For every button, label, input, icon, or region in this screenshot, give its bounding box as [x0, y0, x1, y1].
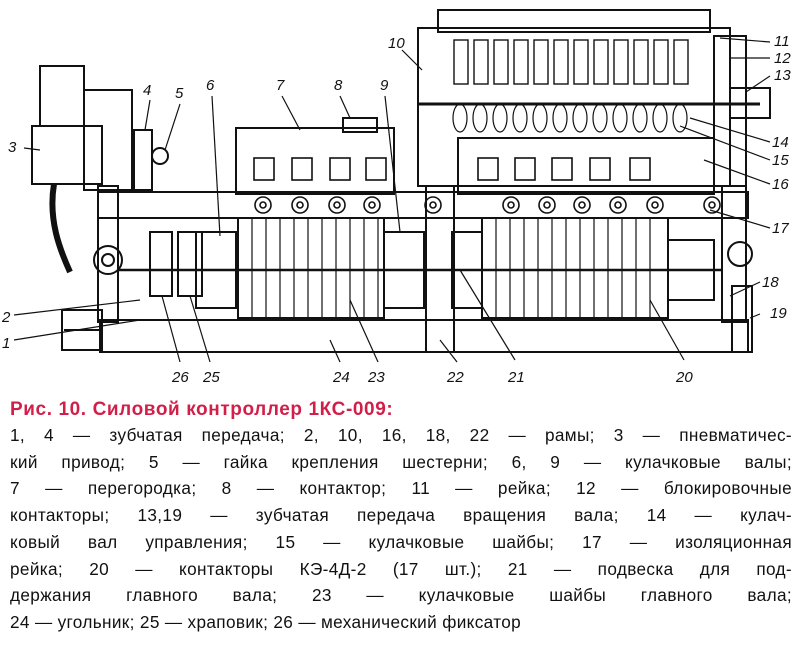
controller-drawing: 1 2 3 4 5 6 7 8 9 10 11 12 13 14 15 16 1… [1, 9, 791, 386]
callout-18: 18 [762, 274, 779, 291]
callout-26: 26 [171, 369, 189, 386]
caption-line: 24 — угольник; 25 — храповик; 26 — механ… [10, 611, 522, 632]
callout-1: 1 [2, 335, 10, 352]
gear-transmission [133, 129, 153, 191]
caption-line: 7 — перегородка; 8 — контактор; 11 — рей… [10, 478, 792, 499]
cam-discs-left [237, 217, 385, 319]
callout-11: 11 [774, 33, 790, 50]
callout-2: 2 [1, 309, 11, 326]
callout-10: 10 [388, 35, 405, 52]
callout-20: 20 [675, 369, 693, 386]
callout-8: 8 [334, 77, 343, 94]
caption-line: ковый вал управления; 15 — кулачковые ша… [10, 531, 792, 552]
left-frame [97, 185, 119, 323]
callout-24: 24 [332, 369, 350, 386]
figure-caption: Рис. 10. Силовой контроллер 1КС-009: 1, … [10, 398, 792, 636]
callout-14: 14 [772, 134, 789, 151]
insulating-rail [97, 191, 749, 219]
callout-23: 23 [367, 369, 385, 386]
callout-16: 16 [772, 176, 789, 193]
callout-5: 5 [175, 85, 184, 102]
callout-25: 25 [202, 369, 220, 386]
contactor-top [342, 117, 378, 133]
caption-line: контакторы; 13,19 — зубчатая передача вр… [10, 505, 792, 526]
base-angle [99, 319, 749, 353]
right-frame [721, 185, 747, 323]
mechanical-fixator [149, 231, 173, 297]
callout-21: 21 [507, 369, 525, 386]
callout-22: 22 [446, 369, 464, 386]
pneumatic-drive [39, 65, 85, 127]
caption-line: держания главного вала; 23 — кулачковые … [10, 585, 792, 606]
callout-12: 12 [774, 50, 791, 67]
callout-4: 4 [143, 82, 151, 99]
callout-15: 15 [772, 152, 789, 169]
callout-3: 3 [8, 139, 17, 156]
callout-9: 9 [380, 77, 389, 94]
caption-line: кий привод; 5 — гайка крепления шестерни… [10, 451, 792, 472]
partition [235, 127, 395, 195]
callout-6: 6 [206, 77, 215, 94]
callout-17: 17 [772, 220, 789, 237]
callout-19: 19 [770, 305, 787, 322]
ratchet [177, 231, 203, 297]
callout-13: 13 [774, 67, 791, 84]
caption-title: Рис. 10. Силовой контроллер 1КС-009: [10, 399, 394, 420]
caption-line: рейка; 20 — контакторы КЭ-4Д-2 (17 шт.);… [10, 558, 792, 579]
caption-line: 1, 4 — зубчатая передача; 2, 10, 16, 18,… [10, 425, 792, 445]
callout-7: 7 [276, 77, 285, 94]
